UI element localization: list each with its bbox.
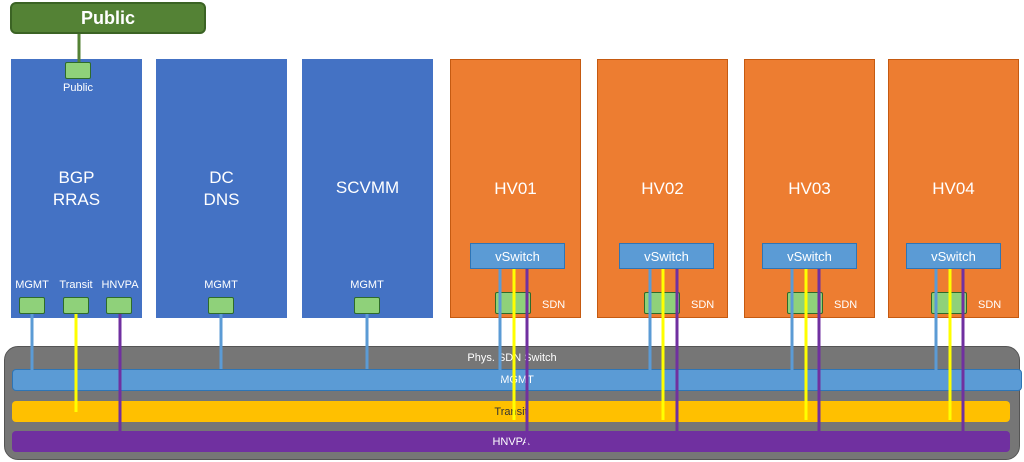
host-hv02: HV02 — [597, 59, 728, 318]
public-network-label: Public — [80, 7, 135, 28]
nic-public-icon — [65, 62, 91, 79]
host-hv02-sdn-label: SDN — [691, 299, 715, 311]
server-scvmm: SCVMM — [302, 59, 433, 318]
hnvpa-network-bar: HNVPA — [12, 431, 1010, 452]
host-hv04-name: HV04 — [932, 179, 975, 198]
host-hv02-name: HV02 — [641, 179, 684, 198]
vswitch-label: vSwitch — [787, 248, 832, 264]
vswitch-label: vSwitch — [644, 248, 689, 264]
nic-bgp-transit-icon — [63, 297, 89, 314]
transit-network-bar: Transit — [12, 401, 1010, 422]
server-dc-dns-name: DC DNS — [156, 167, 287, 211]
vswitch-label: vSwitch — [931, 248, 976, 264]
host-hv03-vswitch: vSwitch — [762, 243, 857, 269]
host-hv03-sdn-nic-icon — [787, 292, 823, 314]
host-hv01-vswitch: vSwitch — [470, 243, 565, 269]
host-hv04-vswitch: vSwitch — [906, 243, 1001, 269]
server-name-line1: DC — [209, 168, 234, 187]
nic-bgp-mgmt-label: MGMT — [15, 279, 49, 291]
server-name-line2: DNS — [203, 190, 240, 209]
server-scvmm-name: SCVMM — [335, 178, 400, 197]
server-bgp-rras-name: BGP RRAS — [11, 167, 142, 211]
host-hv04: HV04 — [888, 59, 1019, 318]
host-hv01: HV01 — [450, 59, 581, 318]
server-dc-dns: DC DNS — [156, 59, 287, 318]
host-hv01-sdn-nic-icon — [495, 292, 531, 314]
transit-network-label: Transit — [494, 405, 528, 418]
vswitch-label: vSwitch — [495, 248, 540, 264]
nic-bgp-transit-label: Transit — [59, 279, 93, 291]
nic-bgp-hnvpa-label: HNVPA — [101, 279, 139, 291]
host-hv02-vswitch: vSwitch — [619, 243, 714, 269]
physical-sdn-switch-label: Phys. SDN Switch — [467, 352, 557, 364]
nic-dc-mgmt-icon — [208, 297, 234, 314]
host-hv01-name: HV01 — [494, 179, 537, 198]
host-hv02-sdn-nic-icon — [644, 292, 680, 314]
host-hv03-name: HV03 — [788, 179, 831, 198]
mgmt-network-label: MGMT — [500, 374, 534, 386]
host-hv03: HV03 — [744, 59, 875, 318]
host-hv01-sdn-label: SDN — [542, 299, 566, 311]
nic-bgp-mgmt-icon — [19, 297, 45, 314]
public-network-box: Public — [10, 2, 206, 34]
nic-scvmm-mgmt-icon — [354, 297, 380, 314]
host-hv03-sdn-label: SDN — [834, 299, 858, 311]
nic-public-label: Public — [63, 82, 93, 94]
server-name-line1: BGP — [58, 168, 95, 187]
nic-scvmm-mgmt-label: MGMT — [350, 279, 384, 291]
server-name-line2: RRAS — [52, 190, 101, 209]
hnvpa-network-label: HNVPA — [492, 435, 530, 448]
nic-bgp-hnvpa-icon — [106, 297, 132, 314]
host-hv04-sdn-label: SDN — [978, 299, 1002, 311]
mgmt-network-bar: MGMT — [12, 369, 1022, 391]
host-hv04-sdn-nic-icon — [931, 292, 967, 314]
nic-dc-mgmt-label: MGMT — [204, 279, 238, 291]
server-bgp-rras: BGP RRAS — [11, 59, 142, 318]
